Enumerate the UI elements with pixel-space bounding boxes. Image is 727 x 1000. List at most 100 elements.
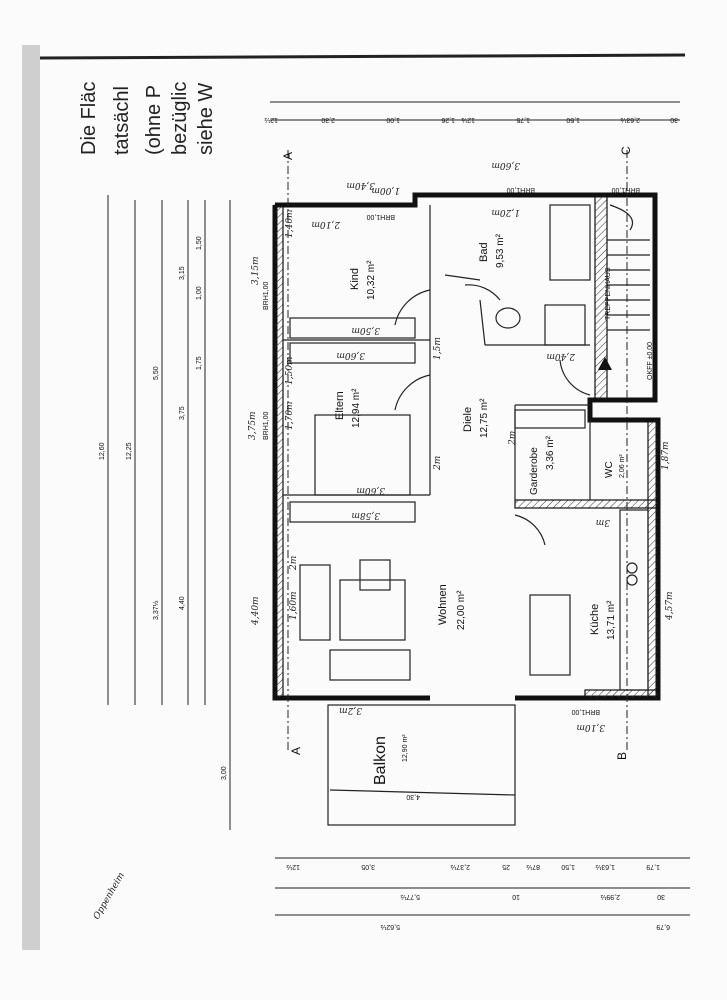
left-dimension-chains: 12,60 12,25 5,50 3,75 3,37½ 3,15 1,75 1,… bbox=[99, 195, 231, 830]
room-name-balkon: Balkon bbox=[372, 736, 389, 785]
handwritten-measure: 1,40m bbox=[285, 209, 295, 238]
dimension-label: 1,00 bbox=[386, 116, 400, 123]
handwritten-measure: 3,58m bbox=[351, 510, 380, 520]
section-marker-b: B bbox=[615, 752, 629, 760]
dimension-label: 3,05 bbox=[361, 863, 375, 870]
dimension-label: 2,63½ bbox=[620, 116, 640, 124]
handwritten-measure: 3,10m bbox=[576, 722, 605, 732]
walls bbox=[272, 150, 661, 826]
entrance-arrow-icon bbox=[598, 357, 612, 370]
window-label: BRH1,00 bbox=[506, 186, 535, 193]
dimension-label: 5,50 bbox=[153, 366, 160, 380]
dimension-label: 1,75 bbox=[516, 116, 530, 123]
dimension-label: 12,60 bbox=[99, 442, 106, 460]
dimension-label: 2,37½ bbox=[450, 863, 470, 871]
dimension-label: 1,26 bbox=[441, 116, 455, 123]
dimension-label: 6,79 bbox=[656, 923, 670, 930]
dimension-label: 5,62½ bbox=[380, 923, 400, 931]
room-name-wc: WC bbox=[604, 461, 615, 478]
handwritten-measure: 3,60m bbox=[336, 350, 365, 360]
window-label: BRH1,00 bbox=[263, 281, 270, 310]
room-name-treppenhaus: TREPPENHAUS bbox=[605, 267, 612, 320]
dimension-label: 3,75 bbox=[179, 406, 186, 420]
stair-level-label: OKFF ±0,00 bbox=[647, 342, 654, 380]
scan-edge bbox=[22, 45, 40, 950]
handwritten-measure: 1,50m bbox=[285, 356, 295, 385]
dimension-label: 4,40 bbox=[179, 596, 186, 610]
top-dimension-chain: 12½ 2,30 1,00 1,26 12½ 1,75 1,50 2,63½ 3… bbox=[264, 101, 680, 124]
window-label: BRH1,00 bbox=[571, 708, 600, 715]
dimension-label: 1,00 bbox=[196, 286, 203, 300]
dimension-label: 1,50 bbox=[196, 236, 203, 250]
dimension-label: 3,00 bbox=[221, 766, 228, 780]
dimension-label: 1,79 bbox=[646, 863, 660, 870]
dimension-label: 1,50 bbox=[561, 863, 575, 870]
balcony-dimension: 4,30 bbox=[406, 793, 420, 800]
dimension-label: 3,15 bbox=[179, 266, 186, 280]
staircase bbox=[607, 204, 650, 331]
room-name-wohnen: Wohnen bbox=[437, 584, 449, 625]
handwritten-measure: 4,57m bbox=[665, 591, 675, 621]
bottom-dimension-chains: 12½ 3,05 2,37½ 25 87½ 1,50 1,63½ 1,79 5,… bbox=[275, 857, 690, 931]
room-area-garderobe: 3,36 m² bbox=[545, 435, 556, 470]
dimension-label: 5,77½ bbox=[400, 893, 420, 901]
handwritten-measure: 1,60m bbox=[289, 591, 299, 620]
page-top-rule bbox=[39, 53, 686, 60]
handwritten-measure: 4,40m bbox=[251, 596, 261, 626]
handwritten-measure: 1,70m bbox=[285, 401, 295, 430]
dimension-label: 12,25 bbox=[126, 442, 133, 460]
dimension-label: 3,37½ bbox=[152, 600, 160, 620]
room-name-bad: Bad bbox=[478, 242, 490, 262]
handwritten-measure: 2,40m bbox=[546, 351, 576, 361]
note-line: tatsächl bbox=[111, 86, 133, 155]
dimension-label: 30 bbox=[670, 116, 678, 123]
dimension-label: 10 bbox=[512, 893, 520, 900]
handwritten-measure: 1,20m bbox=[491, 207, 520, 217]
handwritten-measure: 3,15m bbox=[251, 256, 261, 285]
dimension-label: 1,50 bbox=[566, 116, 580, 123]
room-area-kueche: 13,71 m² bbox=[606, 600, 617, 640]
section-marker-c: C bbox=[619, 146, 633, 155]
room-name-garderobe: Garderobe bbox=[529, 447, 540, 495]
room-area-balkon: 12,90 m² bbox=[402, 734, 409, 762]
handwritten-measure: 3,2m bbox=[339, 705, 362, 715]
room-name-diele: Diele bbox=[462, 407, 474, 432]
window-label: BRH1,00 bbox=[366, 213, 395, 220]
section-marker-a-top: A bbox=[281, 152, 295, 160]
handwritten-measure: 2m bbox=[289, 556, 299, 571]
room-area-eltern: 12,94 m² bbox=[351, 388, 362, 428]
handwritten-measure: 1,5m bbox=[433, 337, 443, 360]
dimension-label: 2,99½ bbox=[600, 893, 620, 901]
dimension-label: 2,30 bbox=[321, 116, 335, 123]
area-note: Die Fläc tatsächl (ohne P bezüglic siehe… bbox=[78, 82, 217, 155]
dimension-label: 12½ bbox=[264, 116, 278, 124]
window-labels: BRH1,00 BRH1,00 BRH1,00 BRH1,00 BRH1,00 … bbox=[263, 186, 640, 715]
handwritten-measure: 3,60m bbox=[356, 485, 385, 495]
handwritten-measure: 3,50m bbox=[351, 325, 380, 335]
room-area-wohnen: 22,00 m² bbox=[456, 590, 467, 630]
handwritten-measure: 3m bbox=[596, 517, 610, 527]
section-marker-a-bottom: A bbox=[289, 747, 303, 755]
balcony-outline bbox=[327, 704, 516, 826]
room-name-eltern: Eltern bbox=[334, 391, 346, 420]
dimension-label: 1,63½ bbox=[595, 863, 615, 871]
window-label: BRH1,00 bbox=[263, 411, 270, 440]
handwritten-measure: 3,40m bbox=[346, 180, 375, 190]
room-area-wc: 2,06 m² bbox=[619, 454, 626, 478]
dimension-label: 1,75 bbox=[196, 356, 203, 370]
handwritten-measure: 2m bbox=[508, 431, 518, 446]
dimension-label: 87½ bbox=[526, 863, 540, 871]
handwritten-measure: 1,00m bbox=[371, 185, 400, 195]
room-name-kind: Kind bbox=[349, 268, 361, 290]
handwritten-measure: 3,60m bbox=[491, 160, 520, 170]
handwritten-measure: 3,75m bbox=[248, 411, 258, 440]
handwritten-measure: 2m bbox=[433, 456, 443, 471]
dimension-label: 30 bbox=[657, 893, 665, 900]
room-area-kind: 10,32 m² bbox=[366, 260, 377, 300]
room-area-diele: 12,75 m² bbox=[479, 398, 490, 438]
room-name-kueche: Küche bbox=[589, 604, 601, 635]
note-line: (ohne P bbox=[143, 85, 165, 155]
dimension-label: 25 bbox=[502, 863, 510, 870]
window-label: BRH1,00 bbox=[611, 186, 640, 193]
